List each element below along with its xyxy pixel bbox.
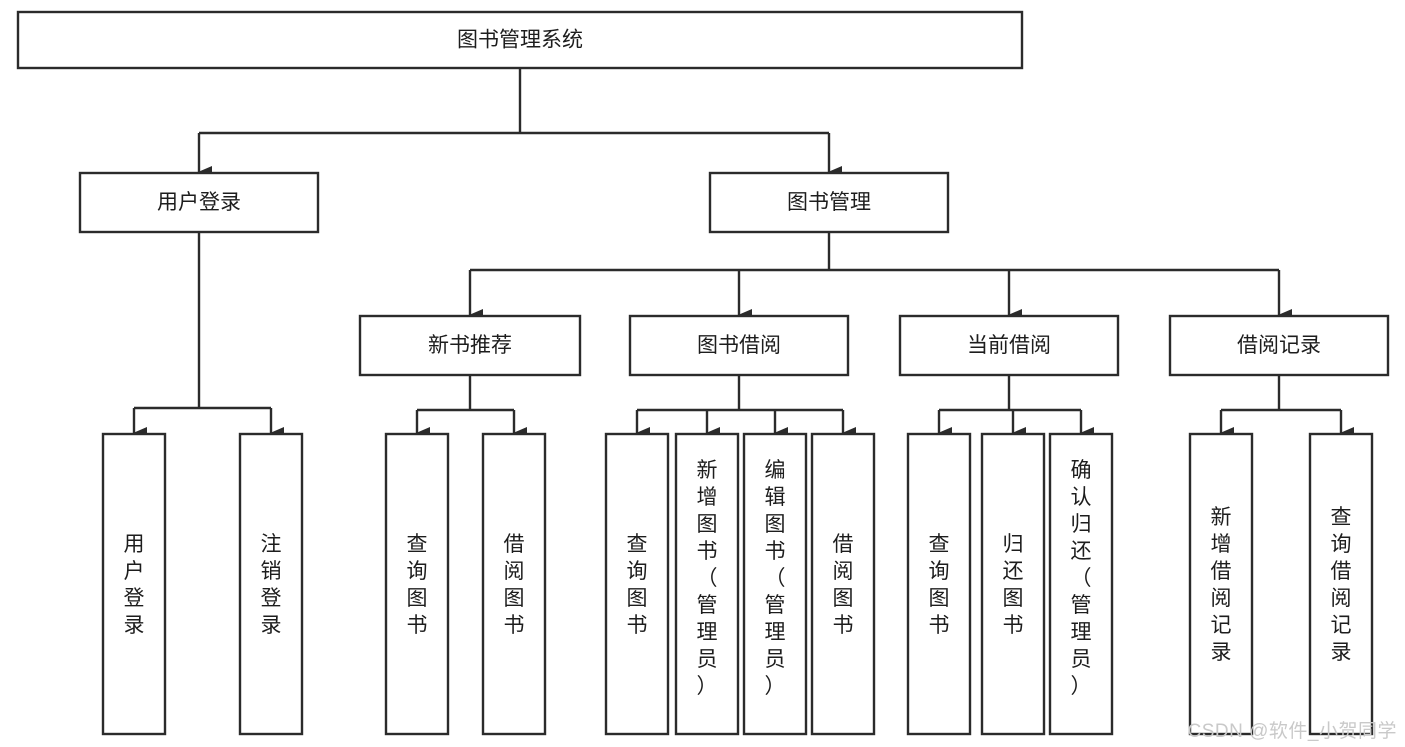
node-label: 确认归还（管理员）	[1071, 459, 1092, 698]
node-label: 当前借阅	[967, 334, 1051, 357]
node-box	[708, 171, 950, 234]
node-book-borrow[interactable]: 图书借阅	[628, 314, 850, 377]
node-box	[674, 432, 740, 736]
node-label: 查询图书	[929, 533, 950, 637]
node-label: 新书推荐	[428, 334, 512, 357]
node-box	[16, 10, 1024, 70]
node-box	[810, 432, 876, 736]
node-root[interactable]: 图书管理系统	[16, 10, 1024, 70]
node-leaf-bb-edit[interactable]: 编辑图书（管理员）	[742, 432, 808, 736]
node-box	[238, 432, 304, 736]
node-label: 图书管理	[787, 191, 871, 214]
node-leaf-cb-return[interactable]: 归还图书	[980, 432, 1046, 736]
node-leaf-br-query[interactable]: 查询借阅记录	[1308, 432, 1374, 736]
node-leaf-cb-confirm[interactable]: 确认归还（管理员）	[1048, 432, 1114, 736]
node-box	[980, 432, 1046, 736]
node-leaf-rec-borrow[interactable]: 借阅图书	[481, 432, 547, 736]
node-leaf-cb-query[interactable]: 查询图书	[906, 432, 972, 736]
node-borrow-record[interactable]: 借阅记录	[1168, 314, 1390, 377]
node-label: 编辑图书（管理员）	[765, 459, 786, 698]
node-label: 图书借阅	[697, 334, 781, 357]
node-book-manage[interactable]: 图书管理	[708, 171, 950, 234]
node-label: 图书管理系统	[457, 29, 583, 52]
node-label: 查询图书	[627, 533, 648, 637]
node-label: 查询图书	[407, 533, 428, 637]
node-label: 新增借阅记录	[1211, 506, 1232, 664]
csdn-watermark: CSDN @软件_小贺同学	[1187, 721, 1397, 742]
node-current-borrow[interactable]: 当前借阅	[898, 314, 1120, 377]
node-box	[101, 432, 167, 736]
node-box	[898, 314, 1120, 377]
node-leaf-bb-add[interactable]: 新增图书（管理员）	[674, 432, 740, 736]
node-layer: 图书管理系统用户登录图书管理新书推荐图书借阅当前借阅借阅记录用户登录注销登录查询…	[16, 10, 1390, 736]
node-leaf-bb-query[interactable]: 查询图书	[604, 432, 670, 736]
node-box	[1308, 432, 1374, 736]
node-box	[604, 432, 670, 736]
node-leaf-bb-borrow[interactable]: 借阅图书	[810, 432, 876, 736]
node-box	[384, 432, 450, 736]
node-leaf-br-add[interactable]: 新增借阅记录	[1188, 432, 1254, 736]
node-box	[742, 432, 808, 736]
node-new-book-rec[interactable]: 新书推荐	[358, 314, 582, 377]
node-label: 用户登录	[124, 533, 145, 637]
node-label: 新增图书（管理员）	[697, 459, 718, 698]
node-label: 借阅记录	[1237, 334, 1321, 357]
node-box	[906, 432, 972, 736]
node-box	[1048, 432, 1114, 736]
node-label: 用户登录	[157, 191, 241, 214]
node-leaf-user-logout[interactable]: 注销登录	[238, 432, 304, 736]
node-user-login[interactable]: 用户登录	[78, 171, 320, 234]
node-label: 借阅图书	[833, 533, 854, 637]
node-box	[1168, 314, 1390, 377]
node-box	[358, 314, 582, 377]
node-box	[1188, 432, 1254, 736]
node-box	[628, 314, 850, 377]
node-box	[78, 171, 320, 234]
node-box	[481, 432, 547, 736]
node-label: 注销登录	[261, 533, 282, 637]
node-label: 借阅图书	[504, 533, 525, 637]
node-leaf-user-login[interactable]: 用户登录	[101, 432, 167, 736]
node-label: 归还图书	[1003, 533, 1024, 637]
connector-layer	[132, 68, 1354, 439]
node-leaf-rec-query[interactable]: 查询图书	[384, 432, 450, 736]
node-label: 查询借阅记录	[1331, 506, 1352, 664]
